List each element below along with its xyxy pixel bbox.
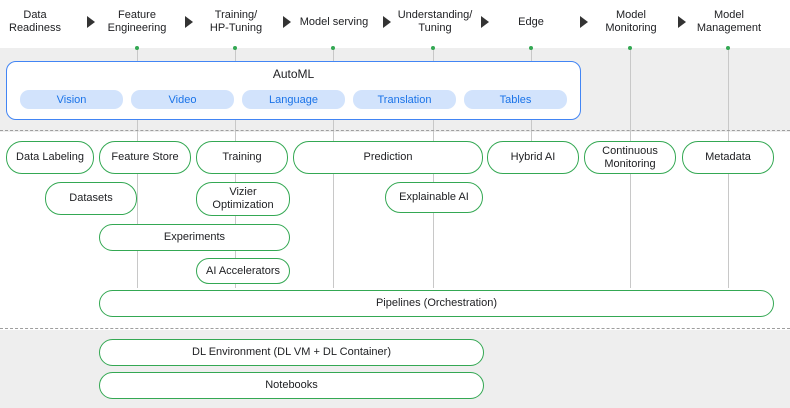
stage-dot xyxy=(529,46,533,50)
stage-model-monitoring: Model Monitoring xyxy=(605,9,657,34)
stage-dot xyxy=(233,46,237,50)
automl-language: Language xyxy=(242,90,345,109)
automl-box: AutoML Vision Video Language Translation… xyxy=(6,61,581,120)
continuous-monitoring-box: Continuous Monitoring xyxy=(584,141,676,174)
data-labeling-box: Data Labeling xyxy=(6,141,94,174)
separator-line xyxy=(0,130,790,131)
arrow-icon xyxy=(283,16,291,28)
dl-environment-box: DL Environment (DL VM + DL Container) xyxy=(99,339,484,366)
stage-dot xyxy=(331,46,335,50)
stage-understanding: Understanding/ Tuning xyxy=(397,9,473,34)
experiments-box: Experiments xyxy=(99,224,290,251)
explainable-ai-box: Explainable AI xyxy=(385,182,483,213)
stage-feature-engineering: Feature Engineering xyxy=(107,9,167,34)
stage-data-readiness: Data Readiness xyxy=(9,9,61,34)
stage-dot xyxy=(726,46,730,50)
arrow-icon xyxy=(185,16,193,28)
hybrid-ai-box: Hybrid AI xyxy=(487,141,579,174)
arrow-icon xyxy=(678,16,686,28)
prediction-box: Prediction xyxy=(293,141,483,174)
datasets-box: Datasets xyxy=(45,182,137,215)
automl-tables: Tables xyxy=(464,90,567,109)
vizier-optimization-box: Vizier Optimization xyxy=(196,182,290,216)
automl-video: Video xyxy=(131,90,234,109)
arrow-icon xyxy=(481,16,489,28)
arrow-icon xyxy=(383,16,391,28)
ai-accelerators-box: AI Accelerators xyxy=(196,258,290,284)
stage-model-serving: Model serving xyxy=(299,16,369,28)
stage-dot xyxy=(431,46,435,50)
stage-model-management: Model Management xyxy=(696,9,762,34)
metadata-box: Metadata xyxy=(682,141,774,174)
training-box: Training xyxy=(196,141,288,174)
separator-line xyxy=(0,328,790,329)
notebooks-box: Notebooks xyxy=(99,372,484,399)
automl-vision: Vision xyxy=(20,90,123,109)
arrow-icon xyxy=(580,16,588,28)
stage-training: Training/ HP-Tuning xyxy=(209,9,263,34)
arrow-icon xyxy=(87,16,95,28)
pipelines-box: Pipelines (Orchestration) xyxy=(99,290,774,317)
stage-dot xyxy=(135,46,139,50)
automl-title: AutoML xyxy=(272,67,315,81)
automl-translation: Translation xyxy=(353,90,456,109)
stage-dot xyxy=(628,46,632,50)
feature-store-box: Feature Store xyxy=(99,141,191,174)
stage-edge: Edge xyxy=(518,16,544,28)
